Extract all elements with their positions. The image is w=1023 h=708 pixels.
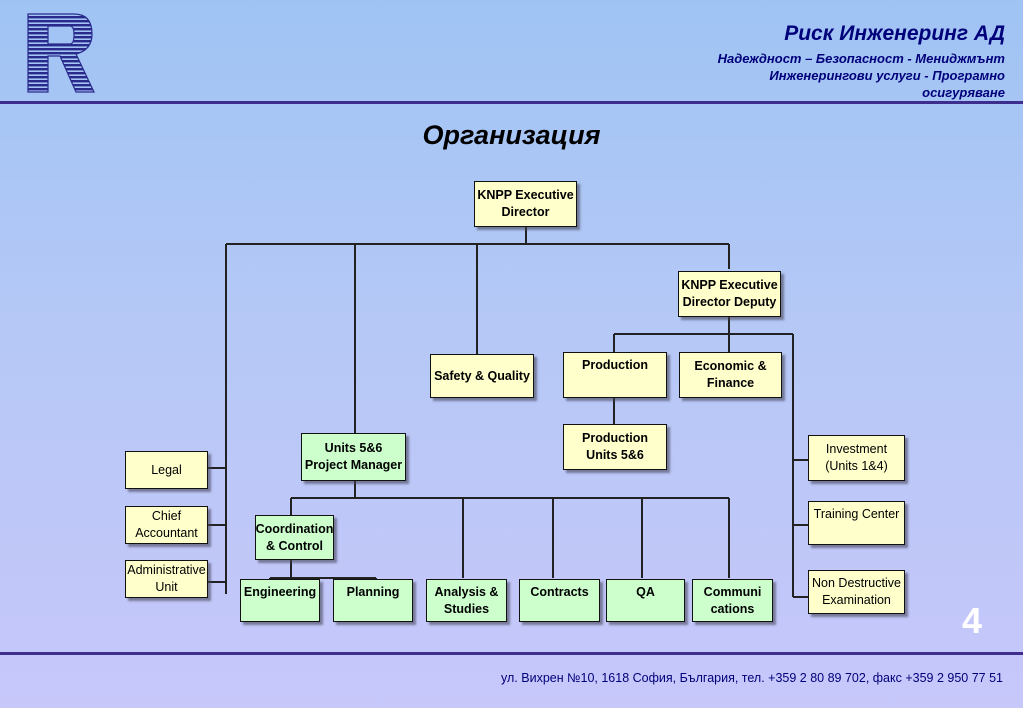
box-economic-finance: Economic & Finance: [679, 352, 782, 398]
box-non-destructive-examination: Non Destructive Examination: [808, 570, 905, 614]
box-planning: Planning: [333, 579, 413, 622]
box-investment: Investment (Units 1&4): [808, 435, 905, 481]
footer-address: ул. Вихрен №10, 1618 София, България, те…: [501, 671, 1003, 685]
company-logo-r-icon: [26, 12, 96, 94]
footer-divider: [0, 652, 1023, 655]
box-chief-accountant: Chief Accountant: [125, 506, 208, 544]
box-training-center: Training Center: [808, 501, 905, 545]
box-units-5-6-project-manager: Units 5&6 Project Manager: [301, 433, 406, 481]
box-knpp-executive-director: KNPP Executive Director: [474, 181, 577, 227]
box-legal: Legal: [125, 451, 208, 489]
box-production-units-5-6: Production Units 5&6: [563, 424, 667, 470]
box-analysis-studies: Analysis & Studies: [426, 579, 507, 622]
company-tagline-2: Инженерингови услуги - Програмно: [769, 68, 1005, 83]
slide-title: Организация: [422, 120, 601, 150]
box-communications: Communi cations: [692, 579, 773, 622]
page-number: 4: [962, 600, 983, 641]
box-production: Production: [563, 352, 667, 398]
header-divider: [0, 101, 1023, 104]
box-safety-quality: Safety & Quality: [430, 354, 534, 398]
box-knpp-executive-director-deputy: KNPP Executive Director Deputy: [678, 271, 781, 317]
box-contracts: Contracts: [519, 579, 600, 622]
company-name: Риск Инженеринг АД: [784, 22, 1005, 45]
box-coordination-control: Coordination & Control: [255, 515, 334, 560]
box-administrative-unit: Administrative Unit: [125, 560, 208, 598]
box-qa: QA: [606, 579, 685, 622]
company-tagline-3: осигуряване: [922, 85, 1005, 100]
box-engineering: Engineering: [240, 579, 320, 622]
company-tagline-1: Надеждност – Безопасност - Мениджмънт: [717, 51, 1005, 66]
